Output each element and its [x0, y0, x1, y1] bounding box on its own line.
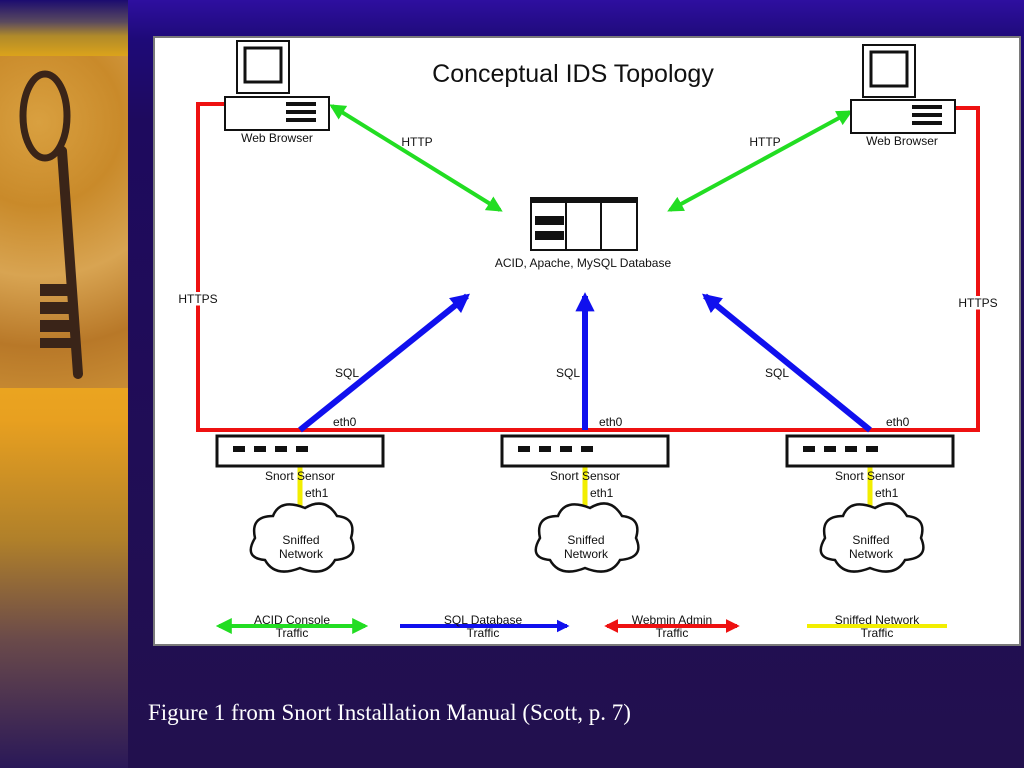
- web-browser-right-computer-icon: [850, 44, 956, 134]
- sql-label-right: SQL: [765, 366, 789, 380]
- https-label-right: HTTPS: [958, 296, 997, 310]
- eth0-label-center: eth0: [599, 415, 623, 429]
- legend-console-label-2: Traffic: [276, 626, 309, 640]
- sniffed-network-cloud-center: [534, 502, 640, 573]
- legend-sniffed-label-2: Traffic: [861, 626, 894, 640]
- cloud-label-center-line1: Sniffed: [567, 533, 604, 547]
- cloud-label-right-line2: Network: [849, 547, 894, 561]
- cloud-label-right-line1: Sniffed: [852, 533, 889, 547]
- http-arrow-right: [667, 110, 853, 212]
- cloud-label-left-line2: Network: [279, 547, 324, 561]
- legend-admin-label-2: Traffic: [656, 626, 689, 640]
- eth1-label-right: eth1: [875, 486, 899, 500]
- sql-arrow-left: [298, 293, 470, 433]
- sensor-label-right: Snort Sensor: [835, 469, 905, 483]
- database-server-icon: [530, 197, 638, 251]
- eth1-label-center: eth1: [590, 486, 614, 500]
- sensor-label-center: Snort Sensor: [550, 469, 620, 483]
- sql-label-center: SQL: [556, 366, 580, 380]
- eth0-label-right: eth0: [886, 415, 910, 429]
- snort-sensor-left: [215, 434, 385, 468]
- http-label-left: HTTP: [401, 135, 432, 149]
- legend-sql-label-2: Traffic: [467, 626, 500, 640]
- sniffed-network-cloud-right: [819, 502, 925, 573]
- diagram-title: Conceptual IDS Topology: [432, 60, 714, 88]
- legend-sniffed-label-1: Sniffed Network: [835, 613, 920, 627]
- sql-arrow-right: [702, 293, 872, 433]
- database-server-label: ACID, Apache, MySQL Database: [495, 256, 672, 270]
- http-arrow-left: [329, 104, 503, 212]
- slide-caption: Figure 1 from Snort Installation Manual …: [148, 700, 631, 725]
- legend: ACID Console Traffic SQL Database Traffi…: [215, 613, 947, 640]
- legend-admin-label-1: Webmin Admin: [632, 613, 712, 627]
- cloud-label-left-line1: Sniffed: [282, 533, 319, 547]
- eth0-label-left: eth0: [333, 415, 357, 429]
- key-photo: [0, 56, 128, 388]
- web-browser-left-label: Web Browser: [241, 131, 313, 145]
- cloud-label-center-line2: Network: [564, 547, 609, 561]
- web-browser-right-label: Web Browser: [866, 134, 938, 148]
- ids-topology-diagram: Conceptual IDS Topology Web Browser: [176, 40, 1000, 640]
- web-browser-left-computer-icon: [224, 40, 330, 131]
- snort-sensor-right: [785, 434, 955, 468]
- eth1-label-left: eth1: [305, 486, 329, 500]
- legend-console-label-1: ACID Console: [254, 613, 330, 627]
- https-label-left: HTTPS: [178, 292, 217, 306]
- legend-sql-label-1: SQL Database: [444, 613, 523, 627]
- sensor-label-left: Snort Sensor: [265, 469, 335, 483]
- http-label-right: HTTP: [749, 135, 780, 149]
- sql-label-left: SQL: [335, 366, 359, 380]
- snort-sensor-center: [500, 434, 670, 468]
- https-link-right: [953, 106, 980, 432]
- sniffed-network-cloud-left: [249, 502, 355, 573]
- diagram-frame: Conceptual IDS Topology Web Browser: [153, 36, 1021, 646]
- https-link-left: [196, 102, 228, 432]
